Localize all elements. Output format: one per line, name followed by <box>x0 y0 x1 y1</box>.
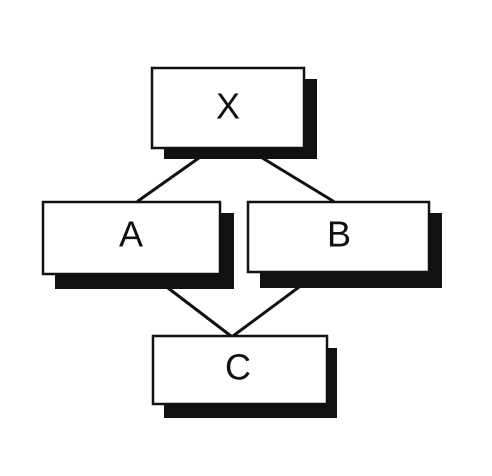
node-x-box <box>150 66 306 150</box>
node-b: B <box>246 200 442 288</box>
node-a-box <box>41 200 222 276</box>
node-c: C <box>151 334 337 418</box>
node-c-label: C <box>225 347 251 388</box>
node-b-label: B <box>327 214 351 255</box>
node-x-label: X <box>216 86 240 127</box>
node-c-box <box>151 334 329 406</box>
node-a: A <box>41 200 234 289</box>
node-a-label: A <box>119 214 143 255</box>
node-x: X <box>150 66 317 159</box>
node-b-box <box>246 200 431 274</box>
